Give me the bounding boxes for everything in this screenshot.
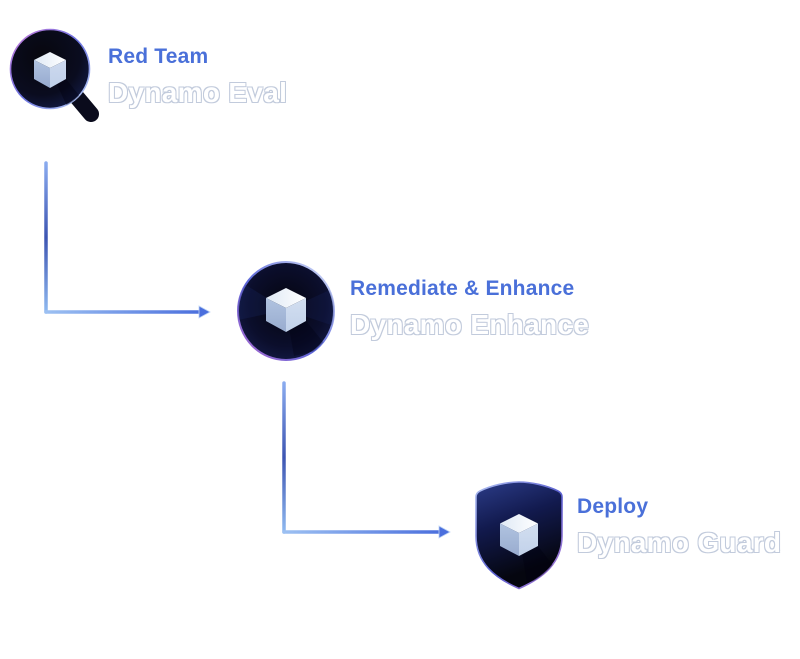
circle-cube-icon xyxy=(237,261,335,361)
node-title: Dynamo Eval xyxy=(108,77,288,108)
node-dynamo-enhance: Remediate & Enhance Dynamo Enhance xyxy=(236,260,596,370)
magnifier-cube-icon xyxy=(9,28,99,122)
shield-cube-icon xyxy=(475,481,563,590)
node-title: Dynamo Enhance xyxy=(350,309,590,340)
cube-glyph xyxy=(266,288,306,332)
cube-glyph xyxy=(500,514,538,556)
connector-eval-to-enhance xyxy=(44,161,211,319)
cube-glyph xyxy=(34,52,66,88)
node-label: Red Team xyxy=(108,45,209,68)
node-label: Remediate & Enhance xyxy=(350,277,575,300)
node-dynamo-eval: Red Team Dynamo Eval xyxy=(8,27,308,137)
connector-enhance-to-guard xyxy=(282,381,451,539)
node-label: Deploy xyxy=(577,495,649,518)
node-title: Dynamo Guard xyxy=(577,527,782,558)
node-dynamo-guard: Deploy Dynamo Guard xyxy=(471,479,800,599)
